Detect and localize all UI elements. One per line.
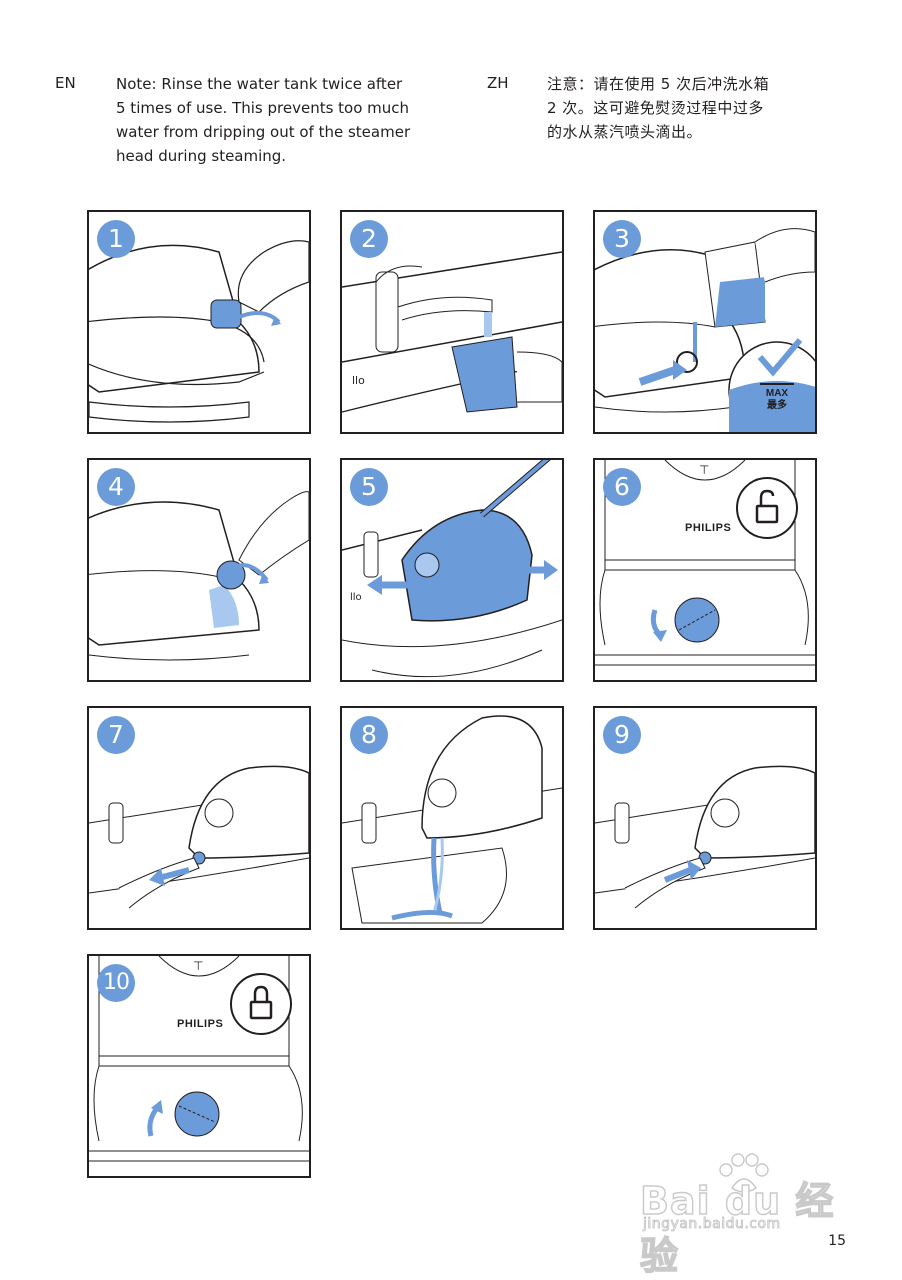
lang-code-zh: ZH <box>487 74 509 92</box>
illustration-pour-into-tank <box>595 228 815 432</box>
step-panel-5: 5 llo <box>340 458 564 682</box>
svg-text:⊤: ⊤ <box>193 959 203 973</box>
svg-text:llo: llo <box>352 374 365 387</box>
step-number-badge: 3 <box>603 220 641 258</box>
step-number-badge: 4 <box>97 468 135 506</box>
max-label: MAX 最多 <box>753 388 801 412</box>
illustration-fill-jug-at-tap: llo <box>342 251 562 413</box>
step-number-badge: 8 <box>350 716 388 754</box>
baidu-watermark: Bai du 经验 jingyan.baidu.com <box>639 1150 850 1279</box>
illustration-lock-dial: ⊤ <box>89 956 309 1162</box>
watermark-logo: Bai du 经验 <box>639 1178 835 1278</box>
step-number-badge: 6 <box>603 468 641 506</box>
max-label-en: MAX <box>765 388 789 399</box>
illustration-unlock-dial: ⊤ <box>595 460 815 666</box>
paw-icon <box>719 1153 769 1193</box>
page-number: 15 <box>828 1233 846 1249</box>
step-panel-9: 9 <box>593 706 817 930</box>
max-label-zh: 最多 <box>767 400 787 411</box>
step-panel-2: 2 llo <box>340 210 564 434</box>
svg-text:llo: llo <box>350 592 362 603</box>
illustration-insert-stopper <box>595 765 815 909</box>
step-panel-3: 3 MAX 最多 <box>593 210 817 434</box>
note-en: Note: Rinse the water tank twice after 5… <box>116 75 411 165</box>
step-panel-8: 8 <box>340 706 564 930</box>
step-panel-10: 10 PHILIPS ⊤ <box>87 954 311 1178</box>
step-number-badge: 1 <box>97 220 135 258</box>
step-number-badge: 10 <box>97 964 135 1002</box>
watermark-url: jingyan.baidu.com <box>643 1216 781 1233</box>
illustration-insert-tank <box>89 491 309 661</box>
illustration-remove-tank <box>89 240 309 423</box>
illustration-shake-tank: llo <box>342 460 562 678</box>
lang-code-en: EN <box>55 74 76 92</box>
step-number-badge: 2 <box>350 220 388 258</box>
note-zh: 注意：请在使用 5 次后冲洗水箱 2 次。这可避免熨烫过程中过多 的水从蒸汽喷头… <box>547 75 770 141</box>
brand-logo: PHILIPS <box>177 1018 224 1030</box>
svg-text:⊤: ⊤ <box>699 463 709 477</box>
illustration-remove-stopper <box>89 765 309 909</box>
step-number-badge: 5 <box>350 468 388 506</box>
step-number-badge: 7 <box>97 716 135 754</box>
brand-logo: PHILIPS <box>685 522 732 534</box>
step-panel-6: 6 PHILIPS ⊤ <box>593 458 817 682</box>
step-number-badge: 9 <box>603 716 641 754</box>
step-panel-7: 7 <box>87 706 311 930</box>
step-panel-4: 4 <box>87 458 311 682</box>
illustration-empty-water <box>342 715 562 924</box>
step-panel-1: 1 <box>87 210 311 434</box>
